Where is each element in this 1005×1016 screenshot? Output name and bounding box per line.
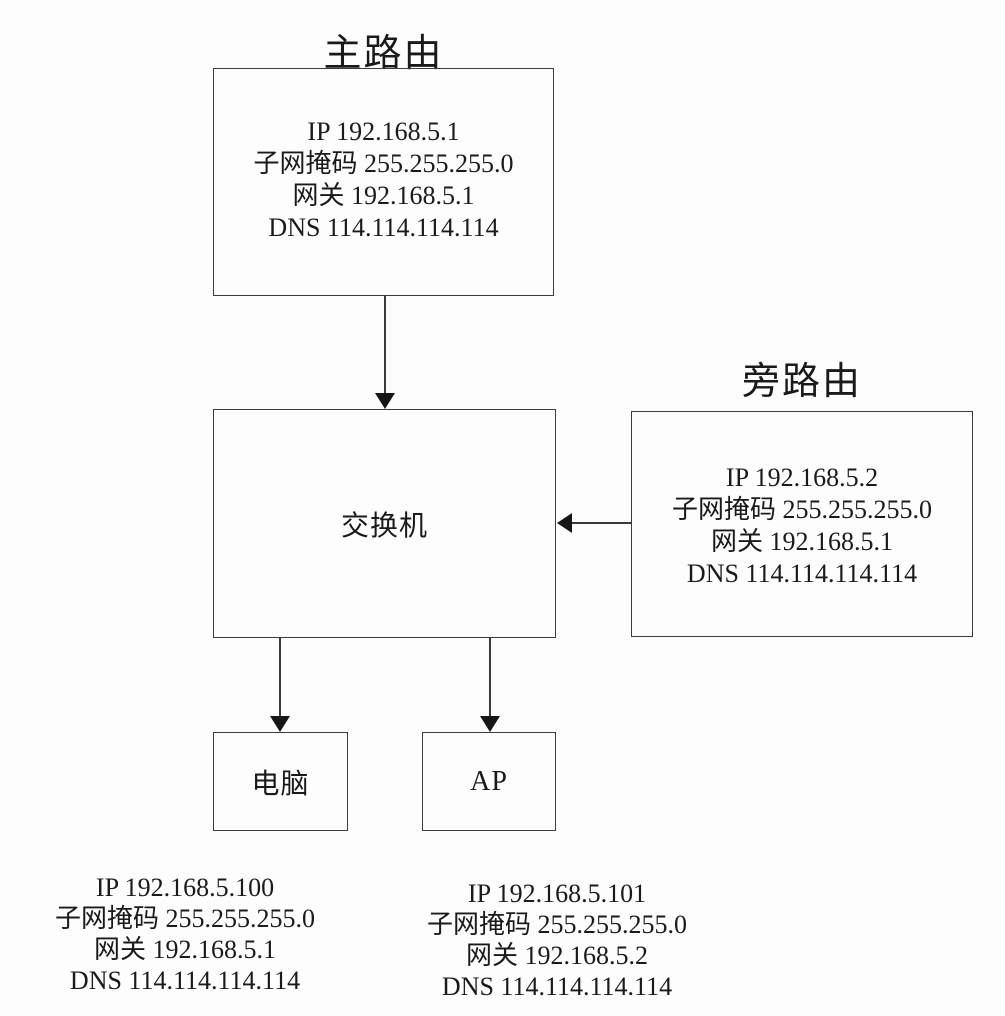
arrow-left-icon xyxy=(557,513,572,533)
ap-config-block: IP 192.168.5.101 子网掩码 255.255.255.0 网关 1… xyxy=(392,878,722,1002)
computer-gateway: 网关 192.168.5.1 xyxy=(93,935,276,964)
main-router-box: IP 192.168.5.1 子网掩码 255.255.255.0 网关 192… xyxy=(213,68,554,296)
arrow-down-icon xyxy=(375,393,395,409)
main-router-subnet-mask: 子网掩码 255.255.255.0 xyxy=(253,149,514,178)
side-router-ip: IP 192.168.5.2 xyxy=(725,463,879,492)
ap-dns: DNS 114.114.114.114 xyxy=(441,972,673,1001)
ap-box: AP xyxy=(422,732,556,831)
arrow-down-icon xyxy=(270,716,290,732)
main-router-ip: IP 192.168.5.1 xyxy=(307,117,460,146)
connector-side-router-to-switch xyxy=(571,522,631,524)
computer-label: 电脑 xyxy=(251,768,310,800)
ap-gateway: 网关 192.168.5.2 xyxy=(465,941,648,970)
side-router-subnet-mask: 子网掩码 255.255.255.0 xyxy=(671,495,932,524)
connector-main-router-to-switch xyxy=(384,296,386,393)
computer-box: 电脑 xyxy=(213,732,348,831)
computer-dns: DNS 114.114.114.114 xyxy=(69,966,301,995)
side-router-gateway: 网关 192.168.5.1 xyxy=(710,527,893,556)
computer-ip: IP 192.168.5.100 xyxy=(95,873,275,902)
side-router-title: 旁路由 xyxy=(741,361,862,403)
main-router-gateway: 网关 192.168.5.1 xyxy=(292,181,475,210)
connector-switch-to-ap xyxy=(489,638,491,716)
arrow-down-icon xyxy=(480,716,500,732)
ap-ip: IP 192.168.5.101 xyxy=(467,879,647,908)
computer-config-block: IP 192.168.5.100 子网掩码 255.255.255.0 网关 1… xyxy=(20,872,350,996)
main-router-dns: DNS 114.114.114.114 xyxy=(268,213,499,242)
computer-subnet-mask: 子网掩码 255.255.255.0 xyxy=(54,904,315,933)
switch-box: 交换机 xyxy=(213,409,556,638)
ap-label: AP xyxy=(470,765,508,797)
side-router-box: IP 192.168.5.2 子网掩码 255.255.255.0 网关 192… xyxy=(631,411,973,637)
ap-subnet-mask: 子网掩码 255.255.255.0 xyxy=(426,910,687,939)
switch-label: 交换机 xyxy=(340,510,428,542)
connector-switch-to-computer xyxy=(279,638,281,716)
side-router-dns: DNS 114.114.114.114 xyxy=(686,559,918,588)
